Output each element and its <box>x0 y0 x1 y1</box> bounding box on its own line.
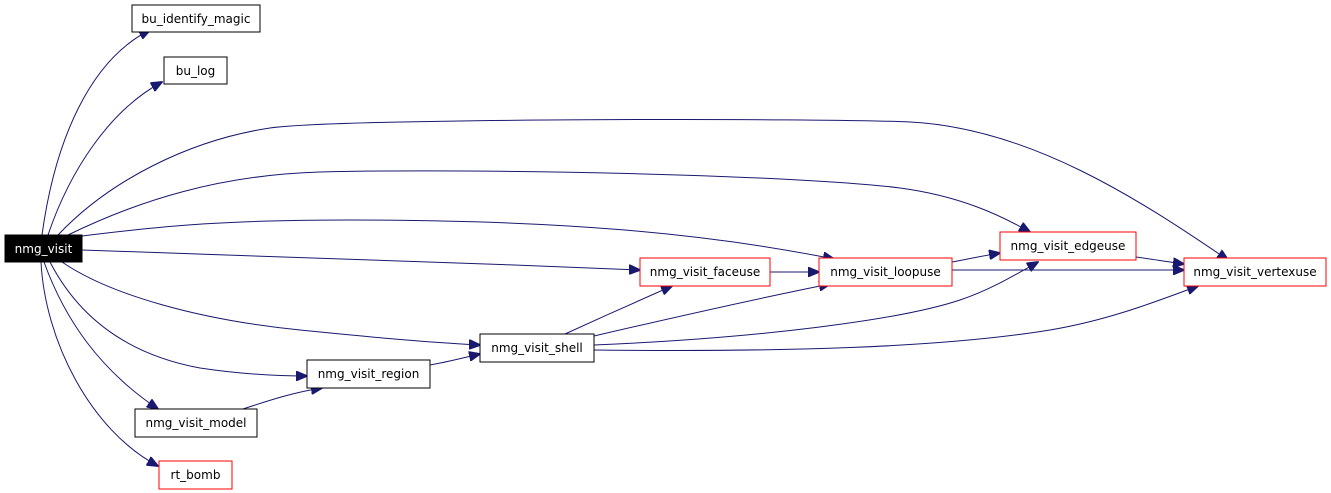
edge-shell-to-loopuse <box>593 284 830 337</box>
node-nmg-visit-loopuse-label: nmg_visit_loopuse <box>830 265 941 279</box>
node-nmg-visit-faceuse-label: nmg_visit_faceuse <box>650 265 760 279</box>
node-nmg-visit-label: nmg_visit <box>15 242 73 256</box>
edge-model-to-region <box>239 388 322 411</box>
node-nmg-visit-vertexuse-box <box>1183 257 1327 287</box>
edge-region-to-shell <box>429 354 480 366</box>
node-bu-identify-magic-label: bu_identify_magic <box>142 12 251 26</box>
node-nmg-visit-region-label: nmg_visit_region <box>318 367 420 381</box>
node-bu-log[interactable]: bu_log <box>163 56 228 85</box>
node-nmg-visit-edgeuse-box <box>999 231 1137 261</box>
nodes: nmg_visit bu_identify_magic bu_log nmg_v… <box>4 4 1327 490</box>
node-nmg-visit-loopuse-box <box>818 257 953 287</box>
node-nmg-visit-edgeuse-label: nmg_visit_edgeuse <box>1011 239 1126 253</box>
edge-nmg-visit-to-rt-bomb <box>40 261 158 466</box>
node-nmg-visit-faceuse[interactable]: nmg_visit_faceuse <box>639 257 771 287</box>
node-nmg-visit-vertexuse[interactable]: nmg_visit_vertexuse <box>1183 257 1327 287</box>
edge-nmg-visit-to-faceuse <box>81 249 640 270</box>
node-nmg-visit-loopuse[interactable]: nmg_visit_loopuse <box>818 257 953 287</box>
node-nmg-visit-model[interactable]: nmg_visit_model <box>134 408 258 438</box>
edge-nmg-visit-to-bu-identify-magic <box>41 30 150 236</box>
edge-nmg-visit-to-model <box>43 261 158 409</box>
node-nmg-visit-vertexuse-label: nmg_visit_vertexuse <box>1193 265 1316 279</box>
node-nmg-visit-shell[interactable]: nmg_visit_shell <box>479 333 595 363</box>
node-nmg-visit-region[interactable]: nmg_visit_region <box>306 359 431 389</box>
edge-edgeuse-to-vertexuse <box>1135 256 1184 264</box>
edge-loopuse-to-edgeuse <box>951 253 1000 263</box>
node-rt-bomb-label: rt_bomb <box>171 468 221 482</box>
node-bu-identify-magic[interactable]: bu_identify_magic <box>131 4 261 33</box>
edges <box>40 30 1228 466</box>
edge-shell-to-edgeuse <box>593 262 1038 346</box>
edge-nmg-visit-to-shell <box>61 261 480 345</box>
edge-shell-to-vertexuse <box>593 286 1198 351</box>
node-nmg-visit-faceuse-box <box>639 257 771 287</box>
node-nmg-visit-model-label: nmg_visit_model <box>145 416 246 430</box>
edge-nmg-visit-to-vertexuse <box>57 119 1228 260</box>
node-nmg-visit-shell-label: nmg_visit_shell <box>491 341 583 355</box>
edge-nmg-visit-to-loopuse <box>81 219 834 259</box>
node-bu-log-box <box>163 56 228 85</box>
node-nmg-visit-model-box <box>134 408 258 438</box>
node-bu-log-label: bu_log <box>176 64 216 78</box>
node-nmg-visit-region-box <box>306 359 431 389</box>
node-nmg-visit-shell-box <box>479 333 595 363</box>
node-rt-bomb[interactable]: rt_bomb <box>158 460 233 490</box>
edge-nmg-visit-to-bu-log <box>47 82 162 236</box>
node-nmg-visit-box <box>4 234 83 263</box>
node-rt-bomb-box <box>158 460 233 490</box>
node-nmg-visit: nmg_visit <box>4 234 83 263</box>
edge-nmg-visit-to-region <box>49 261 307 376</box>
edge-shell-to-faceuse <box>564 286 672 335</box>
edge-nmg-visit-to-edgeuse <box>67 170 1030 236</box>
node-bu-identify-magic-box <box>131 4 261 33</box>
node-nmg-visit-edgeuse[interactable]: nmg_visit_edgeuse <box>999 231 1137 261</box>
